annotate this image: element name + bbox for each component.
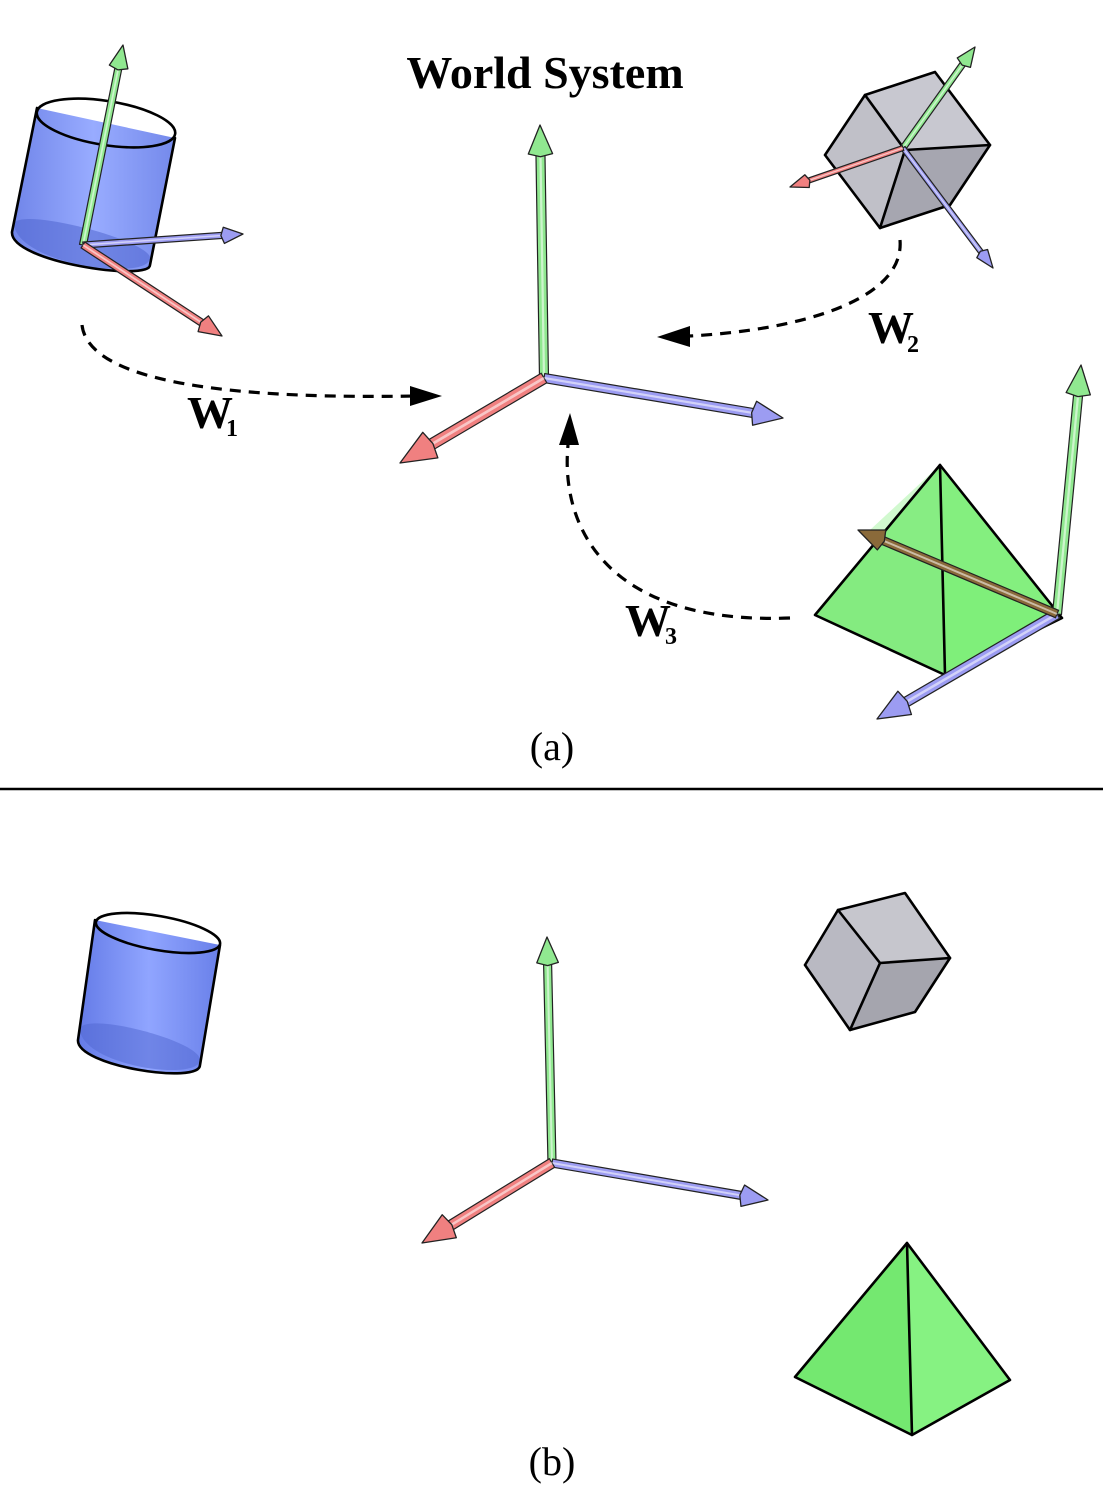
pyramid-x-axis-tip <box>857 529 887 551</box>
world-a-y-axis-tip <box>527 124 554 158</box>
cylinder-y-axis <box>78 44 129 247</box>
cube-y-axis <box>899 46 976 151</box>
pyramid-y-axis <box>1051 364 1091 616</box>
world-a-z-axis-highlight <box>543 376 755 415</box>
w2-main: W <box>868 302 914 353</box>
cylinder-x-axis <box>80 241 223 337</box>
world-b-z-axis-highlight <box>551 1162 743 1197</box>
world-a-z-axis-tip <box>750 400 784 426</box>
pyramid-object-b <box>793 1241 1012 1437</box>
world-b-y-axis <box>536 936 560 1164</box>
pyramid-b-front-edge <box>905 1241 914 1437</box>
cube-b-top-face <box>838 893 950 963</box>
world-b-z-axis-tip <box>739 1184 769 1207</box>
pyramid-object-a <box>813 463 1064 677</box>
axes-group-a <box>78 44 1091 720</box>
world-a-z-axis <box>542 372 784 426</box>
cylinder-y-axis-highlight <box>82 66 120 246</box>
world-b-x-axis <box>421 1157 556 1244</box>
transform-arrows <box>80 239 902 620</box>
cube-z-axis-tip <box>976 248 994 269</box>
cube-x-axis-highlight <box>806 147 904 182</box>
world-b-x-axis-tip <box>421 1214 457 1244</box>
pyramid-back-face <box>870 465 1055 610</box>
w3-main: W <box>625 595 671 646</box>
cube-y-axis-tip <box>956 46 976 68</box>
pyramid-x-axis <box>857 529 1060 619</box>
axes-group-b <box>421 936 769 1244</box>
w1-main: W <box>187 387 233 438</box>
cube-object-b <box>803 891 952 1032</box>
world-b-y-axis-tip <box>536 936 560 967</box>
w2-dashed-path <box>689 239 902 338</box>
cylinder-z-axis-tip <box>220 226 244 245</box>
pyramid-z-axis-tip <box>876 690 913 720</box>
cube-z-axis <box>900 145 994 269</box>
world-b-z-axis <box>550 1158 769 1207</box>
world-a-y-axis <box>527 124 554 379</box>
pyramid-z-axis-highlight <box>904 612 1058 704</box>
w2-label: W 2 <box>868 302 919 358</box>
cylinder-z-axis <box>82 226 244 249</box>
panel-b: (b) <box>76 891 1012 1484</box>
world-b-y-axis-highlight <box>546 962 553 1164</box>
pyramid-z-axis <box>876 608 1061 720</box>
panel-a: World System <box>10 44 1091 769</box>
w1-sub: 1 <box>226 416 238 442</box>
cylinder-outline <box>10 106 177 273</box>
cylinder-b-bottom <box>80 1023 200 1071</box>
cylinder-y-axis-tip <box>108 44 129 71</box>
cylinder-object-b <box>76 911 222 1075</box>
world-system-title: World System <box>406 47 683 98</box>
w2-arrowhead <box>657 326 690 347</box>
w3-dashed-path <box>565 444 791 620</box>
pyramid-y-axis-highlight <box>1055 393 1080 615</box>
w3-label: W 3 <box>625 595 677 650</box>
cylinder-x-axis-highlight <box>82 244 204 325</box>
cube-edge-2 <box>878 148 907 230</box>
cube-b-edge-2 <box>848 961 882 1032</box>
w3-arrowhead <box>559 413 579 445</box>
caption-a: (a) <box>530 724 574 769</box>
world-a-x-axis <box>399 372 548 464</box>
world-a-y-axis-highlight <box>539 153 546 379</box>
cube-z-axis-highlight <box>902 147 983 254</box>
pyramid-b-right-face <box>907 1243 1010 1435</box>
cube-x-axis-tip <box>789 174 811 189</box>
world-a-x-axis-highlight <box>429 376 545 447</box>
world-a-x-axis-tip <box>399 431 439 464</box>
cube-y-axis-highlight <box>902 62 965 149</box>
pyramid-x-axis-highlight <box>881 539 1058 615</box>
w2-sub: 2 <box>907 332 919 358</box>
world-b-x-axis-highlight <box>448 1161 553 1228</box>
w3-sub: 3 <box>665 624 677 650</box>
pyramid-y-axis-tip <box>1065 364 1091 398</box>
caption-b: (b) <box>529 1439 576 1484</box>
cylinder-b-outline <box>76 918 222 1075</box>
cylinder-x-axis-tip <box>197 315 223 337</box>
cylinder-z-axis-highlight <box>82 234 224 246</box>
w1-dashed-path <box>80 324 416 398</box>
w1-label: W 1 <box>187 387 238 442</box>
w1-arrowhead <box>410 386 442 406</box>
cube-x-axis <box>789 144 905 189</box>
